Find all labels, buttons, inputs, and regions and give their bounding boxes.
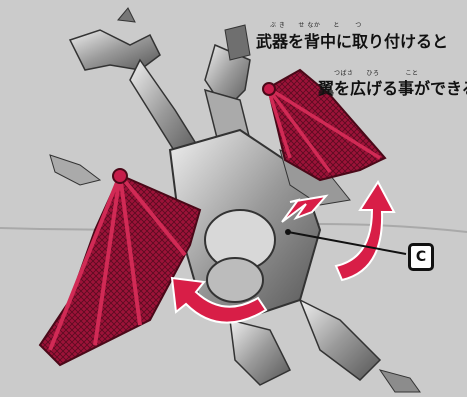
instruction-line2: 翼を広げる事ができる <box>318 79 467 98</box>
left-wing <box>38 168 202 367</box>
callout-leader-line <box>287 231 407 255</box>
instruction-line1-ruby: ぶ き せ なか と つ <box>270 22 362 29</box>
right-wing <box>262 68 387 182</box>
dragon-figure <box>49 7 421 393</box>
left-curved-arrow <box>170 276 268 324</box>
callout-anchor <box>285 229 291 235</box>
instruction-line1: 武器を背中に取り付けると <box>256 32 449 51</box>
callout-label-c: C <box>408 243 434 271</box>
right-curved-arrow <box>334 180 396 282</box>
insert-arrow <box>281 194 329 223</box>
rotation-arrows <box>170 180 396 324</box>
instruction-line2-ruby: つばさ ひろ こと <box>334 70 419 77</box>
